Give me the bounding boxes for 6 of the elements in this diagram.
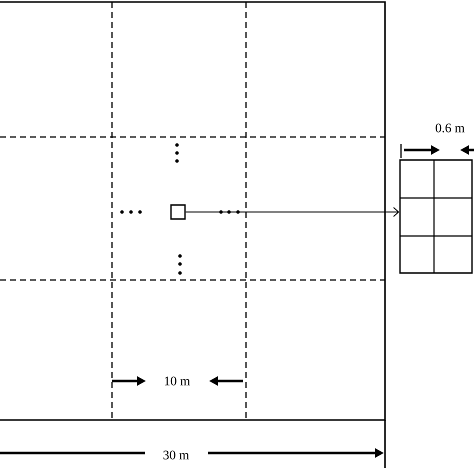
arrow [185,207,400,217]
dimension-label: 0.6 m [436,124,465,132]
grid-box [399,159,473,274]
sample-square [170,204,186,220]
dimension-label: 30 m [163,450,189,460]
dimension-label: 10 m [164,376,190,386]
